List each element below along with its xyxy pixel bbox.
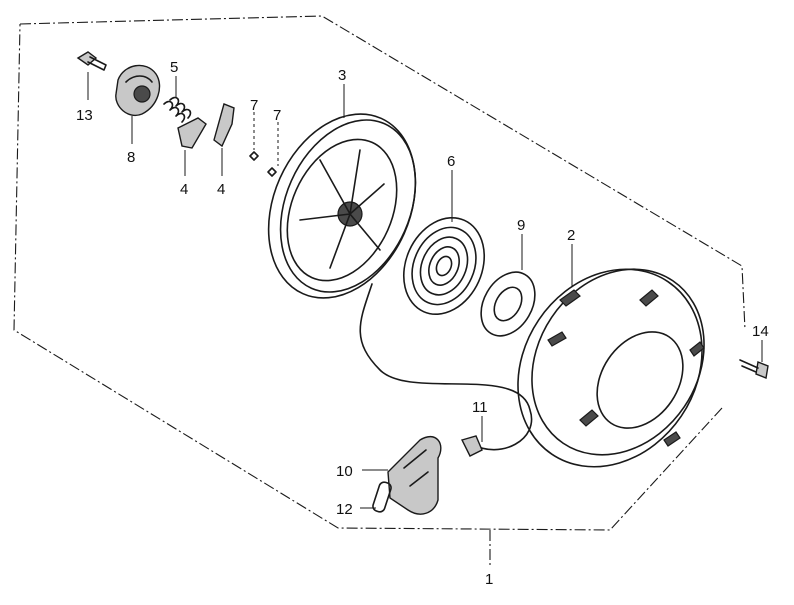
callout-8: 8	[127, 149, 135, 166]
callout-1: 1	[485, 571, 493, 588]
part-4-ratchet-left	[177, 117, 207, 176]
callout-6: 6	[447, 153, 455, 170]
callout-4-right: 4	[217, 181, 225, 198]
part-11-rope-knot	[460, 416, 483, 457]
callout-5: 5	[170, 59, 178, 76]
part-6-recoil-spring	[402, 170, 486, 316]
callout-10: 10	[336, 463, 353, 480]
callout-12: 12	[336, 501, 353, 518]
part-14-bolt	[739, 340, 769, 379]
part-5-spring	[163, 76, 192, 123]
part-9-washer	[480, 234, 536, 337]
callout-13: 13	[76, 107, 93, 124]
part-2-starter-case	[517, 244, 705, 468]
callout-4-left: 4	[180, 181, 188, 198]
callout-2: 2	[567, 227, 575, 244]
part-4-ratchet-right	[213, 103, 235, 176]
assembly-boundary	[13, 15, 746, 568]
callout-7-right: 7	[273, 107, 281, 124]
starter-rope	[359, 283, 533, 451]
part-10-starter-grip	[362, 435, 442, 515]
part-3-reel	[267, 84, 417, 299]
callout-9: 9	[517, 217, 525, 234]
callout-14: 14	[752, 323, 769, 340]
part-12-grip-insert	[360, 481, 392, 513]
callout-3: 3	[338, 67, 346, 84]
part-8-ratchet-guide	[115, 64, 161, 144]
part-7-springs	[249, 112, 279, 177]
callout-7-left: 7	[250, 97, 258, 114]
callout-11: 11	[472, 399, 488, 416]
part-13-bolt	[76, 51, 107, 100]
